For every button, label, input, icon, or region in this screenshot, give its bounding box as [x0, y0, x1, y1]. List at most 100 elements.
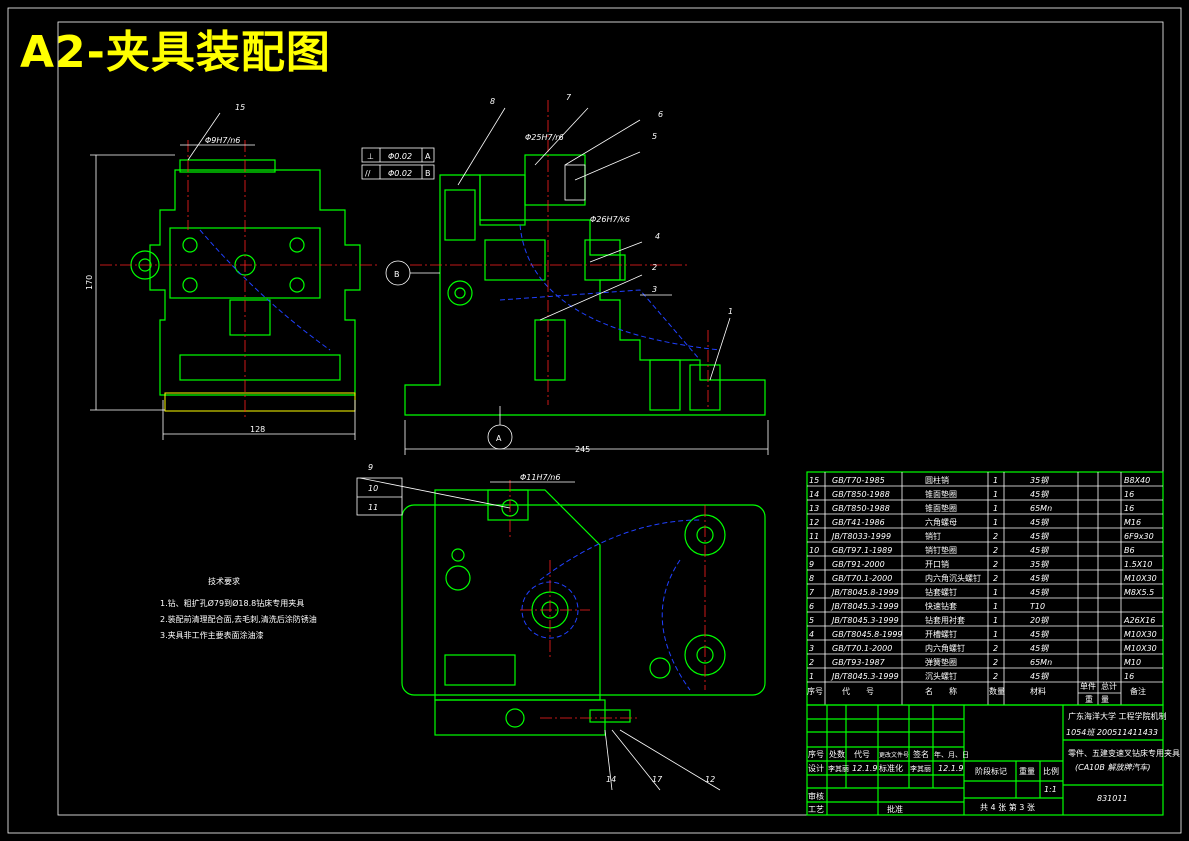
part-name: 销钉垫圈 — [925, 545, 957, 555]
part-material: 45钢 — [1030, 490, 1049, 499]
part-code: GB/T91-2000 — [832, 560, 885, 569]
dim-fit-7: Φ25H7/r6 — [525, 133, 564, 142]
part-material: 65Mn — [1030, 504, 1052, 513]
part-code: GB/T93-1987 — [832, 658, 886, 667]
tech-req-heading: 技术要求 — [208, 576, 240, 586]
part-material: 65Mn — [1030, 658, 1052, 667]
datum-b: B — [394, 270, 400, 279]
part-name: 锥面垫圈 — [925, 489, 957, 499]
callout-10: 10 — [368, 484, 378, 493]
designer: 李其丽 — [828, 764, 849, 773]
tech-req-item: 3.夹具非工作主要表面涂油漆 — [160, 630, 264, 640]
part-no: 15 — [809, 476, 819, 485]
part-note: 6F9x30 — [1124, 532, 1154, 541]
part-code: GB/T70.1-2000 — [832, 644, 892, 653]
part-qty: 1 — [993, 476, 998, 485]
dim-fit-top: Φ11H7/n6 — [520, 473, 560, 482]
parts-header: 序号 代 号 名 称 数量 材料 单件 总计 重 量 备注 — [807, 681, 1146, 704]
part-no: 6 — [809, 602, 814, 611]
part-name: 六角螺母 — [925, 517, 957, 527]
tolerance-datum: B — [425, 169, 431, 178]
title-block-lines — [806, 704, 1164, 816]
tolerance-frames — [361, 147, 435, 180]
top-view — [356, 477, 766, 736]
inner-frame — [57, 21, 1164, 816]
header-name: 名 称 — [925, 686, 957, 696]
side-view — [385, 100, 769, 455]
callout-8: 8 — [490, 97, 495, 106]
part-qty: 2 — [993, 672, 998, 681]
h-no: 序号 — [808, 749, 824, 759]
part-name: 快速钻套 — [925, 601, 957, 611]
scale-label: 比例 — [1043, 766, 1059, 776]
tech-req-item: 2.装配前清理配合面,去毛刺,清洗后涂防锈油 — [160, 614, 317, 624]
part-no: 7 — [809, 588, 815, 597]
part-qty: 1 — [993, 630, 998, 639]
part-qty: 1 — [993, 602, 998, 611]
part-material: 45钢 — [1030, 532, 1049, 541]
front-view — [90, 112, 380, 440]
part-name: 钻套用衬套 — [925, 615, 965, 625]
header-material: 材料 — [1030, 686, 1046, 696]
header-weight: 重 量 — [1085, 694, 1109, 704]
sheet-count: 共 4 张 第 3 张 — [980, 802, 1035, 812]
part-material: 35钢 — [1030, 560, 1049, 569]
h-doc: 更改文件号 — [879, 751, 909, 759]
part-qty: 1 — [993, 518, 998, 527]
callout-14: 14 — [606, 775, 616, 784]
part-note: 16 — [1124, 490, 1134, 499]
part-name: 开槽螺钉 — [925, 629, 957, 639]
h-code: 代号 — [854, 749, 870, 759]
header-no: 序号 — [807, 686, 823, 696]
tolerance-symbol: // — [365, 169, 371, 178]
stage-label: 阶段标记 — [975, 766, 1007, 776]
part-no: 3 — [809, 644, 814, 653]
callout-12: 12 — [705, 775, 715, 784]
part-code: JB/T8045.3-1999 — [830, 602, 899, 611]
part-note: M10X30 — [1124, 630, 1157, 639]
tolerance-value: Φ0.02 — [388, 169, 412, 178]
dim-fit-15: Φ9H7/n6 — [205, 136, 240, 145]
part-material: 45钢 — [1030, 672, 1049, 681]
drawing-subtitle: (CA10B 解放牌汽车) — [1075, 763, 1151, 772]
part-note: 1.5X10 — [1124, 560, 1152, 569]
part-code: JB/T8045.3-1999 — [830, 672, 899, 681]
part-note: B6 — [1124, 546, 1135, 555]
part-qty: 2 — [993, 532, 998, 541]
part-note: M8X5.5 — [1124, 588, 1154, 597]
callout-9: 9 — [368, 463, 373, 472]
callout-4: 4 — [655, 232, 660, 241]
callout-2: 2 — [652, 263, 657, 272]
part-no: 2 — [809, 658, 814, 667]
part-name: 钻套螺钉 — [925, 587, 957, 597]
part-no: 14 — [809, 490, 819, 499]
header-total: 总计 — [1101, 681, 1117, 691]
process-label: 工艺 — [808, 805, 824, 814]
part-code: GB/T850-1988 — [832, 504, 890, 513]
part-code: GB/T70-1985 — [832, 476, 885, 485]
part-no: 10 — [809, 546, 819, 555]
callout-3: 3 — [652, 285, 657, 294]
dim-width-side: 245 — [575, 445, 590, 454]
part-material: 35钢 — [1030, 476, 1049, 485]
callout-11: 11 — [368, 503, 378, 512]
part-qty: 2 — [993, 658, 998, 667]
part-note: M10X30 — [1124, 574, 1157, 583]
school: 广东海洋大学 工程学院机制 — [1068, 711, 1167, 721]
part-code: JB/T8045.3-1999 — [830, 616, 899, 625]
part-qty: 1 — [993, 616, 998, 625]
h-zone: 处数 — [829, 749, 845, 759]
tolerance-value: Φ0.02 — [388, 152, 412, 161]
part-no: 12 — [809, 518, 819, 527]
part-material: 45钢 — [1030, 588, 1049, 597]
part-no: 8 — [809, 574, 814, 583]
part-code: GB/T70.1-2000 — [832, 574, 892, 583]
part-code: JB/T8045.8-1999 — [830, 588, 899, 597]
callout-5: 5 — [652, 132, 657, 141]
part-code: JB/T8033-1999 — [830, 532, 891, 541]
std-date: 12.1.9 — [938, 764, 963, 773]
part-name: 内六角螺钉 — [925, 643, 965, 653]
part-code: GB/T97.1-1989 — [832, 546, 892, 555]
